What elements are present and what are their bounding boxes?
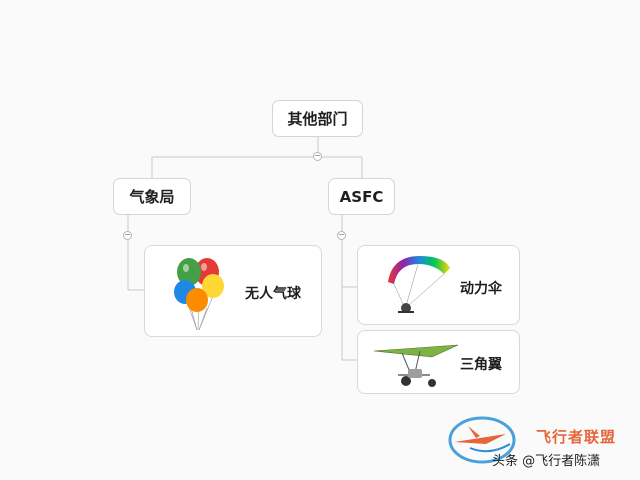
branch-node-label: ASFC	[339, 187, 384, 206]
leaf-card-hang-glider[interactable]: 三角翼	[357, 330, 520, 394]
weather-bureau-collapse-toggle[interactable]	[123, 231, 132, 240]
asfc-collapse-toggle[interactable]	[337, 231, 346, 240]
leaf-card-paramotor[interactable]: 动力伞	[357, 245, 520, 325]
watermark-brand: 飞行者联盟	[536, 428, 617, 446]
branch-node-label: 气象局	[129, 188, 175, 206]
leaf-card-label: 无人气球	[245, 286, 301, 302]
root-node[interactable]: 其他部门	[272, 100, 363, 137]
balloons-icon	[174, 258, 224, 331]
paramotor-icon	[388, 256, 450, 313]
leaf-card-unmanned-balloon[interactable]: 无人气球	[144, 245, 322, 337]
branch-node-asfc[interactable]: ASFC	[328, 178, 395, 215]
root-node-label: 其他部门	[287, 110, 348, 128]
airplane-globe-logo	[448, 416, 516, 464]
leaf-card-label: 三角翼	[460, 357, 502, 373]
watermark-author: 头条 @飞行者陈潇	[492, 454, 601, 469]
leaf-card-label: 动力伞	[460, 281, 502, 297]
hang-glider-trike-icon	[373, 344, 459, 387]
branch-node-weather-bureau[interactable]: 气象局	[113, 178, 191, 215]
root-collapse-toggle[interactable]	[313, 152, 322, 161]
